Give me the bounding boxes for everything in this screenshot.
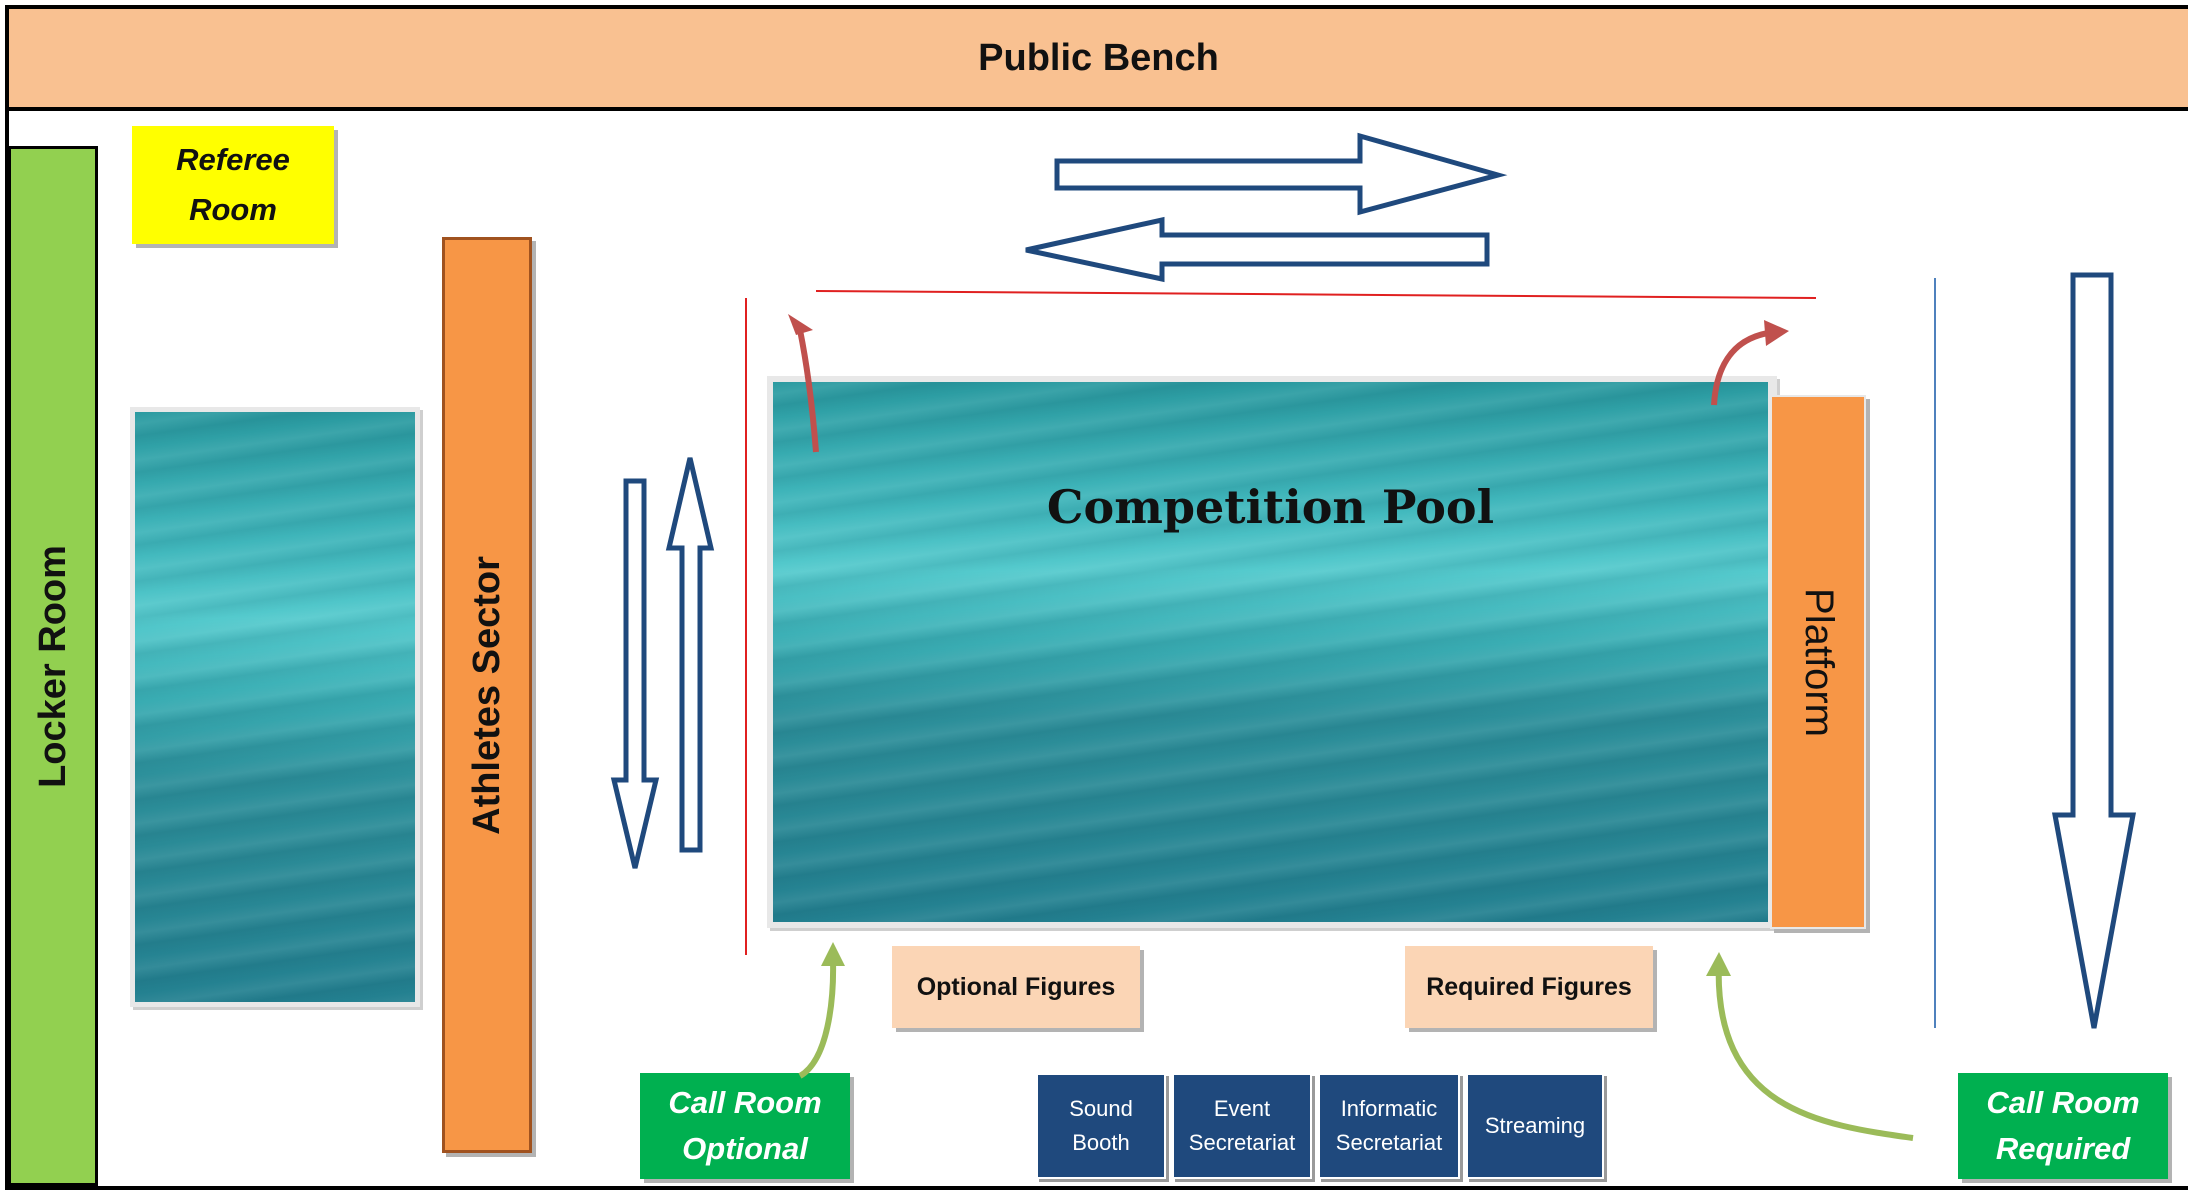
warmup-pool-image (135, 412, 415, 1002)
red-boundary-top (815, 290, 1817, 299)
informatic-secretariat-line1: Informatic (1340, 1096, 1438, 1121)
platform: Platform (1770, 395, 1866, 929)
event-secretariat-line2: Secretariat (1188, 1130, 1296, 1155)
competition-pool-title: Competition Pool (1046, 480, 1495, 534)
sound-booth-line1: Sound (1069, 1096, 1133, 1121)
required-figures-box: Required Figures (1405, 946, 1653, 1028)
public-bench: Public Bench (5, 5, 2188, 111)
sound-booth-line2: Booth (1072, 1130, 1130, 1155)
call-room-optional-line2: Optional (682, 1131, 808, 1166)
red-exit-arrow-left (797, 329, 819, 453)
referee-room: Referee Room (132, 126, 334, 244)
call-room-required-line2: Required (1995, 1131, 2131, 1166)
streaming-booth-label: Streaming (1484, 1113, 1586, 1138)
red-exit-arrowhead-left (788, 314, 813, 335)
athletes-sector: Athletes Sector (442, 237, 532, 1153)
flow-arrow-down (610, 478, 660, 869)
call-room-required-line1: Call Room (1986, 1085, 2140, 1120)
green-entry-arrowhead-required (1706, 952, 1731, 976)
flow-arrow-right (1054, 132, 1508, 216)
flow-arrow-up (665, 457, 715, 853)
green-entry-arrow-required (1715, 959, 1914, 1141)
green-entry-arrowhead-optional (821, 942, 845, 966)
streaming-booth: Streaming (1466, 1073, 1604, 1179)
call-room-required: Call Room Required (1958, 1073, 2168, 1179)
flow-arrow-big-down (2052, 272, 2136, 1029)
red-exit-arrowhead-right (1764, 320, 1789, 346)
event-secretariat-line1: Event (1213, 1096, 1271, 1121)
flow-arrow-left (1025, 216, 1490, 283)
red-exit-arrow-right (1711, 330, 1769, 406)
referee-room-line2: Room (189, 192, 277, 227)
call-room-optional-line1: Call Room (668, 1085, 822, 1120)
competition-pool-image (773, 382, 1768, 922)
referee-room-line1: Referee (176, 142, 290, 177)
required-figures-label: Required Figures (1426, 972, 1632, 1001)
optional-figures-box: Optional Figures (892, 946, 1140, 1028)
green-entry-arrow-optional (798, 959, 837, 1079)
optional-figures-label: Optional Figures (916, 972, 1116, 1001)
locker-room: Locker Room (8, 146, 98, 1186)
public-bench-label: Public Bench (978, 36, 1219, 79)
informatic-secretariat-line2: Secretariat (1335, 1130, 1443, 1155)
call-room-optional: Call Room Optional (640, 1073, 850, 1179)
